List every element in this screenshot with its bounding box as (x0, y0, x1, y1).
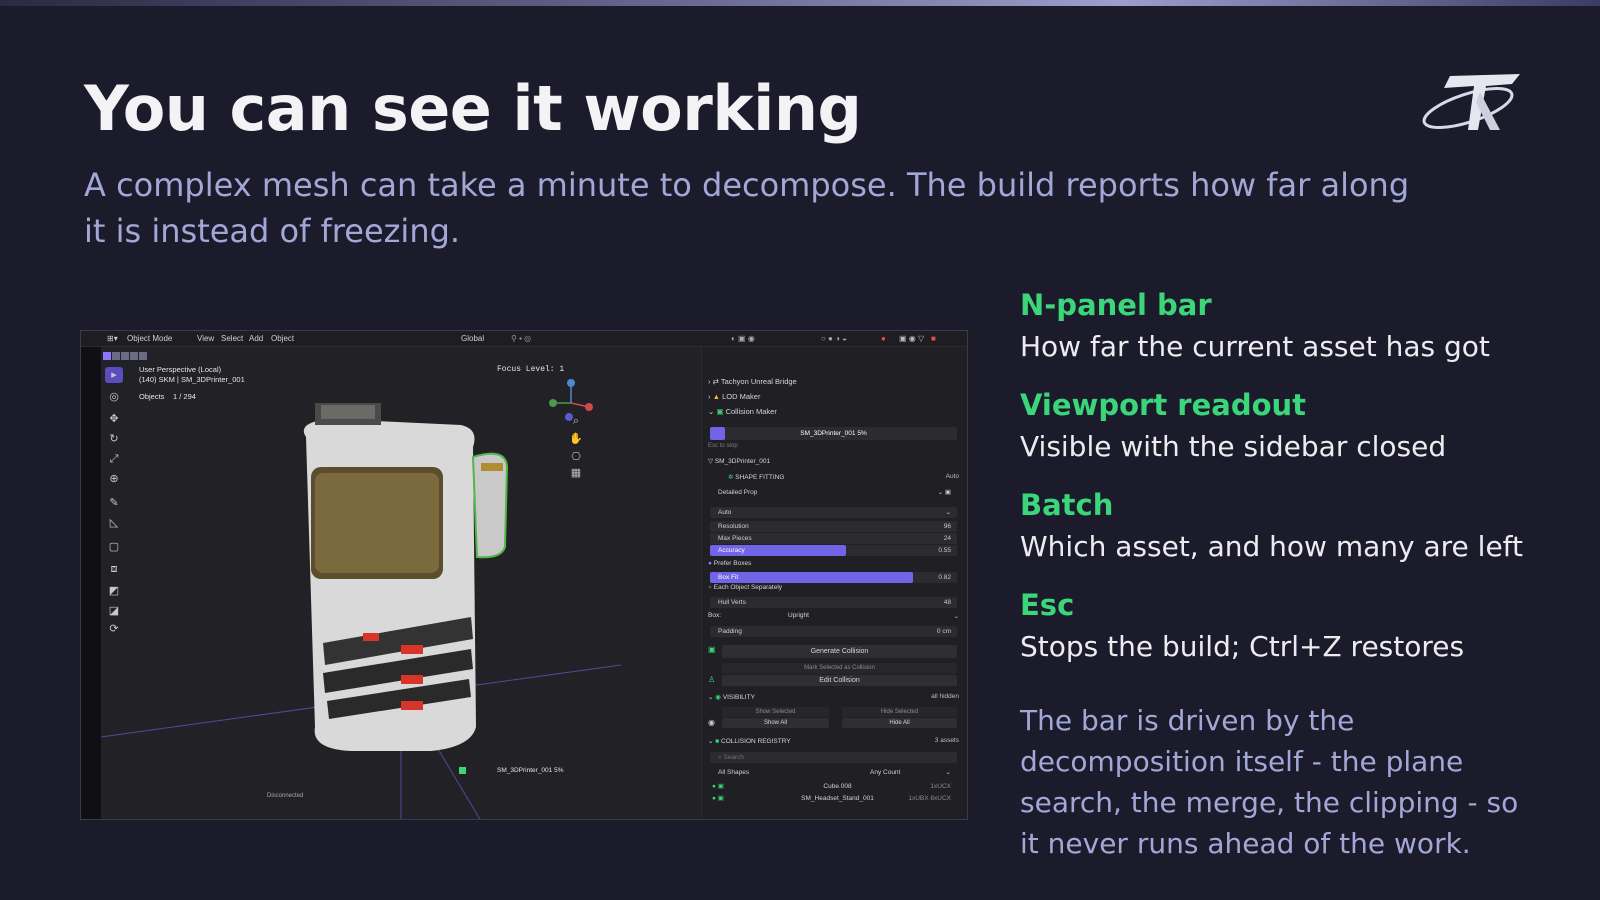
feature-desc-viewport: Visible with the sidebar closed (1020, 430, 1447, 463)
show-selected-button[interactable]: Show Selected (722, 707, 829, 717)
objects-count: 1 / 294 (173, 392, 196, 401)
annotate-tool-icon[interactable]: ✎ (109, 497, 119, 509)
measure-tool-icon[interactable]: ◺ (109, 517, 119, 529)
n-panel-progress-bar: SM_3DPrinter_001 5% (710, 427, 957, 440)
stop-icon[interactable]: ■ (931, 334, 936, 343)
extrude-tool-icon[interactable]: ⧈ (110, 563, 118, 575)
asset-name-row: ▽ SM_3DPrinter_001 (708, 458, 771, 465)
viewport-readout: SM_3DPrinter_001 5% (497, 767, 564, 774)
preset-dropdown[interactable]: Detailed Prop⌄ ▣ (718, 489, 951, 496)
hide-all-button[interactable]: Hide All (842, 718, 957, 728)
viewport-scene (101, 379, 622, 819)
tool-shelf: ▸ ◎ ✥ ↻ ⤢ ⊕ ✎ ◺ ▢ ⧈ ◩ ◪ ⟳ (101, 367, 131, 647)
menu-object[interactable]: Object (271, 334, 295, 343)
edit-icon: ♙ (708, 675, 716, 684)
slide-subtitle: A complex mesh can take a minute to deco… (84, 166, 1410, 250)
cursor-tool-icon[interactable]: ◎ (109, 391, 119, 403)
prefer-boxes-checkbox[interactable]: ● Prefer Boxes (708, 560, 752, 567)
section-lod-maker[interactable]: › ▲ LOD Maker (708, 392, 761, 401)
mark-selected-button[interactable]: Mark Selected as Collision (722, 663, 957, 674)
each-separately-checkbox[interactable]: ● Each Object Separately (708, 584, 783, 591)
3d-viewport[interactable]: User Perspective (Local) (140) SKM | SM_… (101, 347, 701, 819)
image-tool-icon[interactable]: ◪ (108, 605, 120, 617)
visibility-section[interactable]: ⌄ ◉ VISIBILITY all hidden (708, 693, 959, 701)
registry-filters[interactable]: All Shapes Any Count ⌄ (718, 769, 951, 776)
box-fit-slider[interactable]: Box Fit 0.82 (710, 572, 957, 583)
snap-icon[interactable]: ⚲ ▪ ◎ (511, 334, 532, 343)
feature-heading-batch: Batch (1020, 488, 1114, 522)
viewport-object-line: (140) SKM | SM_3DPrinter_001 (139, 375, 245, 384)
esc-hint: Esc to stop (708, 443, 738, 449)
camera-icon[interactable]: ⎔ (571, 451, 581, 463)
top-accent-bar (0, 0, 1600, 6)
menu-select[interactable]: Select (221, 334, 244, 343)
visibility-icons[interactable]: ◐ ▣ ◉ (731, 334, 755, 343)
shape-fitting-row[interactable]: ✲ SHAPE FITTING Auto (728, 473, 959, 481)
hide-selected-button[interactable]: Hide Selected (842, 707, 957, 717)
menu-view[interactable]: View (197, 334, 215, 343)
spin-tool-icon[interactable]: ⟳ (109, 623, 119, 635)
feature-desc-npanel: How far the current asset has got (1020, 330, 1490, 363)
eye-icon: ◉ (708, 718, 715, 727)
edit-collision-button[interactable]: Edit Collision (722, 675, 957, 686)
n-panel-sidebar: › ⇄ Tachyon Unreal Bridge › ▲ LOD Maker … (701, 347, 967, 819)
move-tool-icon[interactable]: ✥ (109, 413, 119, 425)
select-mode-icons[interactable] (103, 347, 163, 361)
mode-dropdown[interactable]: Object Mode (127, 334, 173, 343)
shading-icons[interactable]: ○ ● ◑ ◒ (821, 334, 847, 343)
feature-desc-esc: Stops the build; Ctrl+Z restores (1020, 630, 1465, 663)
viewport-readout-bar (459, 767, 466, 774)
overlay-icons[interactable]: ▣ ◉ ▽ (899, 334, 925, 343)
record-icon[interactable]: ● (881, 334, 886, 343)
add-cube-tool-icon[interactable]: ▢ (108, 541, 120, 553)
objects-label: Objects (139, 392, 165, 401)
explanation-note: The bar is driven by the decomposition i… (1020, 704, 1519, 860)
zoom-icon[interactable]: ⌕ (572, 415, 580, 427)
filter-count-dropdown[interactable]: Any Count (870, 769, 901, 776)
menu-add[interactable]: Add (249, 334, 264, 343)
registry-row[interactable]: ● ▣ SM_Headset_Stand_001 1xUBX 8xUCX (712, 795, 951, 802)
status-disconnected: Disconnected (267, 793, 304, 799)
registry-search-input[interactable]: ⌕ Search (710, 752, 957, 763)
collision-registry-section[interactable]: ⌄ ■ COLLISION REGISTRY 3 assets (708, 737, 959, 745)
generate-icon: ▣ (708, 645, 716, 654)
registry-row[interactable]: ● ▣ Cube.008 1xUCX (712, 783, 951, 790)
edit-tool-icon[interactable]: ◩ (108, 585, 120, 597)
feature-heading-npanel: N-panel bar (1020, 288, 1212, 322)
viewport-header: ⊞▾ Object Mode View Select Add Object Gl… (81, 331, 967, 347)
method-dropdown[interactable]: Auto⌄ (710, 507, 957, 518)
editor-type-icon[interactable]: ⊞▾ (107, 334, 118, 343)
focus-level: Focus Level: 1 (497, 365, 565, 374)
box-orientation-row[interactable]: Box: Upright ⌄ (708, 612, 959, 620)
slide-title: You can see it working (84, 72, 862, 145)
feature-heading-viewport: Viewport readout (1020, 388, 1307, 422)
section-tachyon-bridge[interactable]: › ⇄ Tachyon Unreal Bridge (708, 377, 797, 386)
feature-heading-esc: Esc (1020, 588, 1075, 622)
feature-desc-batch: Which asset, and how many are left (1020, 530, 1524, 563)
blender-screenshot: ⊞▾ Object Mode View Select Add Object Gl… (80, 330, 968, 820)
viewport-perspective: User Perspective (Local) (139, 365, 222, 374)
generate-collision-button[interactable]: Generate Collision (722, 645, 957, 658)
select-tool-icon[interactable]: ▸ (105, 367, 123, 383)
transform-tool-icon[interactable]: ⊕ (109, 473, 119, 485)
pan-hand-icon[interactable]: ✋ (569, 433, 583, 445)
accuracy-slider[interactable]: Accuracy 0.55 (710, 545, 957, 556)
orientation-dropdown[interactable]: Global (461, 334, 485, 343)
scale-tool-icon[interactable]: ⤢ (109, 453, 119, 465)
section-collision-maker[interactable]: ⌄ ▣ Collision Maker (708, 407, 777, 416)
show-all-button[interactable]: Show All (722, 718, 829, 728)
brand-logo-icon (1422, 74, 1520, 130)
grid-icon[interactable]: ▦ (570, 467, 582, 479)
rotate-tool-icon[interactable]: ↻ (109, 433, 119, 445)
filter-shapes-dropdown[interactable]: All Shapes (718, 769, 750, 776)
